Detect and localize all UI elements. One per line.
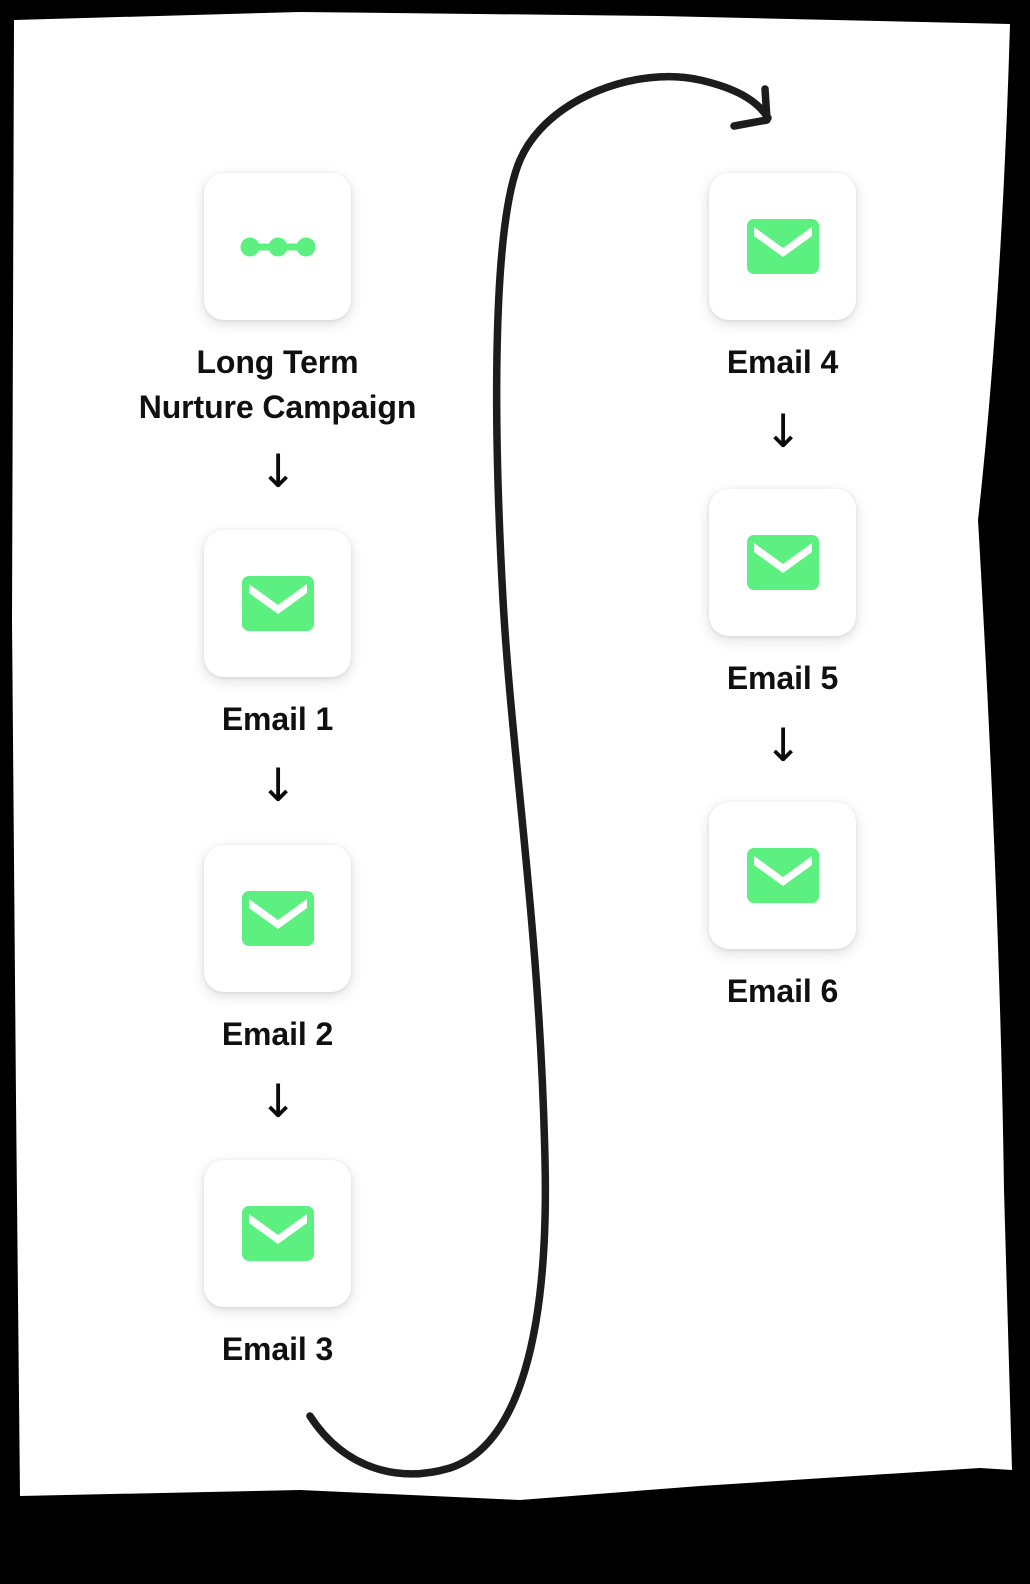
email3-label: Email 3 <box>221 1331 334 1367</box>
nodes-chain-icon <box>240 237 315 256</box>
envelope-icon <box>746 219 819 274</box>
email5-card[interactable] <box>709 489 856 636</box>
node-email4[interactable]: Email 4 <box>709 173 856 385</box>
envelope-icon <box>241 891 314 946</box>
email4-card[interactable] <box>709 173 856 320</box>
email1-label: Email 1 <box>221 701 334 737</box>
node-email6[interactable]: Email 6 <box>709 802 856 1014</box>
arrow-email5-to-email6: ↓ <box>763 718 803 772</box>
node-email3[interactable]: Email 3 <box>204 1160 351 1372</box>
node-campaign[interactable]: Long Term Nurture Campaign <box>129 173 426 431</box>
envelope-icon <box>746 848 819 903</box>
email5-label: Email 5 <box>726 660 839 696</box>
email2-label: Email 2 <box>221 1016 334 1052</box>
email6-label: Email 6 <box>726 973 839 1009</box>
email6-card[interactable] <box>709 802 856 949</box>
node-email2[interactable]: Email 2 <box>204 845 351 1057</box>
envelope-icon <box>241 576 314 631</box>
email1-card[interactable] <box>204 530 351 677</box>
arrow-email2-to-email3: ↓ <box>258 1074 298 1128</box>
email3-card[interactable] <box>204 1160 351 1307</box>
campaign-label: Long Term Nurture Campaign <box>138 344 417 426</box>
email2-card[interactable] <box>204 845 351 992</box>
arrow-email4-to-email5: ↓ <box>763 404 803 458</box>
email4-label: Email 4 <box>726 344 839 380</box>
node-email5[interactable]: Email 5 <box>709 489 856 701</box>
arrow-campaign-to-email1: ↓ <box>258 444 298 498</box>
campaign-card[interactable] <box>204 173 351 320</box>
envelope-icon <box>241 1206 314 1261</box>
node-email1[interactable]: Email 1 <box>204 530 351 742</box>
arrow-email1-to-email2: ↓ <box>258 758 298 812</box>
envelope-icon <box>746 535 819 590</box>
